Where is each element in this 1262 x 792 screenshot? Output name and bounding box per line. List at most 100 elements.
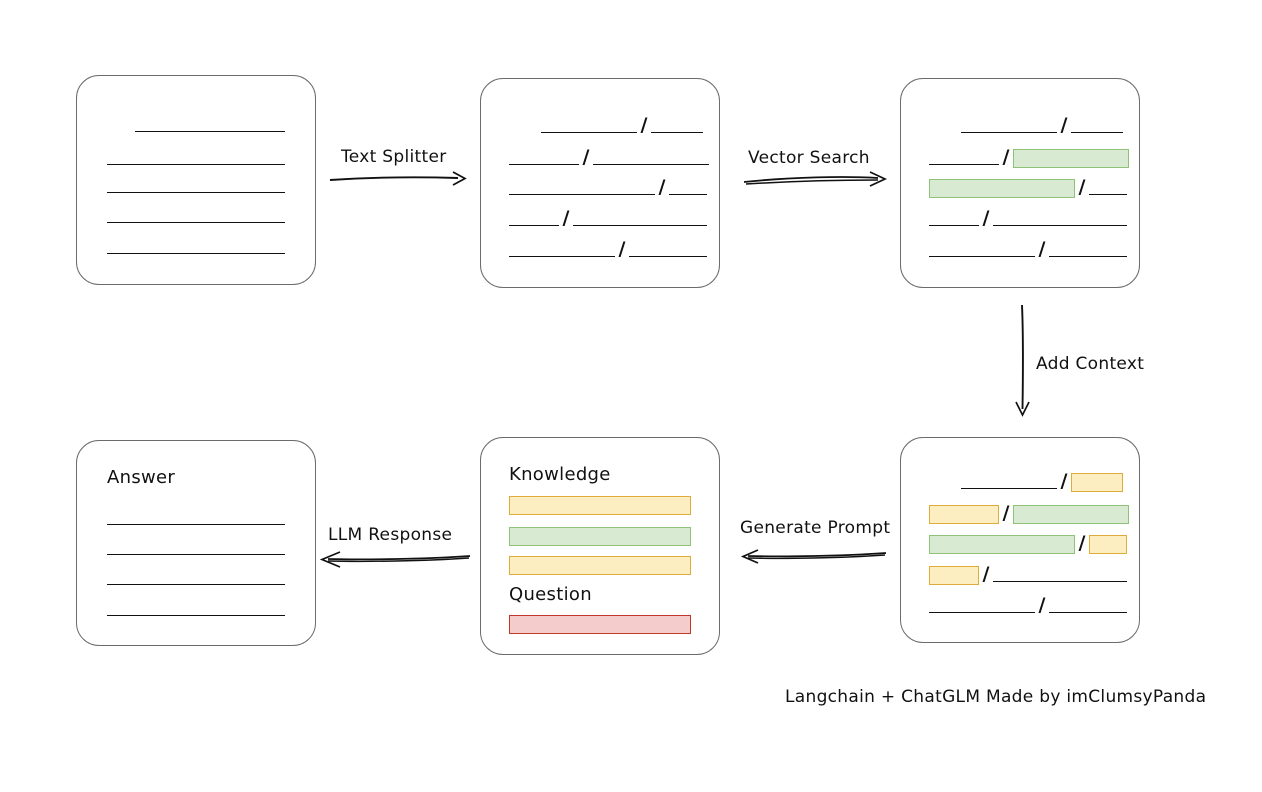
- text-segment: [993, 566, 1127, 584]
- text-segment: [651, 117, 703, 135]
- text-segment-matched: [929, 178, 1075, 198]
- slash-separator: /: [1060, 470, 1068, 492]
- text-line: /: [481, 146, 709, 168]
- arrow-label-text-splitter: Text Splitter: [341, 147, 447, 167]
- box-source-document[interactable]: [76, 75, 316, 285]
- text-line: /: [901, 238, 1127, 260]
- footer-credit: Langchain + ChatGLM Made by imClumsyPand…: [785, 687, 1207, 707]
- text-segment: [929, 210, 979, 228]
- text-segment-context: [1071, 472, 1123, 492]
- vector-matches-lines: / / / / /: [901, 79, 1139, 287]
- text-segment: [593, 149, 709, 167]
- text-segment: [509, 210, 559, 228]
- text-line: /: [481, 116, 703, 135]
- text-segment: [107, 600, 285, 618]
- context-expanded-lines: / / / / /: [901, 438, 1139, 642]
- text-segment-context: [929, 504, 999, 524]
- text-segment: [929, 149, 999, 167]
- text-line: /: [901, 594, 1127, 616]
- text-segment-matched: [1013, 504, 1129, 524]
- knowledge-bar: [481, 555, 691, 575]
- text-segment: [929, 597, 1035, 615]
- text-segment-context: [509, 555, 691, 575]
- prompt-heading-knowledge: Knowledge: [509, 464, 611, 485]
- slash-separator: /: [658, 176, 666, 198]
- arrow-label-vector-search: Vector Search: [748, 148, 870, 168]
- text-segment-context: [1089, 534, 1127, 554]
- text-segment-matched: [1013, 148, 1129, 168]
- text-segment-context: [509, 495, 691, 515]
- text-segment: [669, 179, 707, 197]
- slash-separator: /: [1002, 502, 1010, 524]
- text-line: /: [901, 532, 1127, 554]
- text-line: /: [901, 502, 1129, 524]
- slash-separator: /: [562, 207, 570, 229]
- arrow-generate-prompt: [740, 549, 887, 564]
- split-chunks-lines: / / / / /: [481, 79, 719, 287]
- text-line: [77, 509, 285, 527]
- arrow-text-splitter: [329, 171, 467, 186]
- text-segment: [107, 509, 285, 527]
- slash-separator: /: [1060, 114, 1068, 136]
- text-line: /: [481, 176, 707, 198]
- box-answer[interactable]: Answer: [76, 440, 316, 646]
- slash-separator: /: [982, 207, 990, 229]
- text-segment-question: [509, 614, 691, 634]
- arrow-vector-search: [743, 171, 888, 187]
- question-bar: [481, 614, 691, 634]
- text-line: [77, 149, 285, 167]
- text-line: [77, 207, 285, 225]
- text-segment: [509, 179, 655, 197]
- box-context-expanded[interactable]: / / / / /: [900, 437, 1140, 643]
- text-segment-matched: [929, 534, 1075, 554]
- text-line: [77, 116, 285, 134]
- text-segment: [993, 210, 1127, 228]
- arrow-label-add-context: Add Context: [1036, 354, 1145, 374]
- text-line: /: [901, 146, 1129, 168]
- box-prompt[interactable]: Knowledge Question: [480, 437, 720, 655]
- text-line: [77, 569, 285, 587]
- arrow-label-llm-response: LLM Response: [328, 525, 453, 545]
- text-segment: [107, 207, 285, 225]
- text-line: [77, 238, 285, 256]
- source-document-lines: [77, 76, 315, 284]
- arrow-add-context: [1015, 304, 1030, 417]
- answer-contents: Answer: [77, 441, 315, 645]
- text-segment: [107, 569, 285, 587]
- slash-separator: /: [1078, 176, 1086, 198]
- text-segment: [929, 241, 1035, 259]
- slash-separator: /: [1038, 594, 1046, 616]
- text-segment: [629, 241, 707, 259]
- text-segment-context: [929, 565, 979, 585]
- slash-separator: /: [582, 146, 590, 168]
- box-vector-matches[interactable]: / / / / /: [900, 78, 1140, 288]
- knowledge-bar: [481, 495, 691, 515]
- text-segment: [107, 539, 285, 557]
- text-line: [77, 539, 285, 557]
- box-split-chunks[interactable]: / / / / /: [480, 78, 720, 288]
- text-segment: [135, 116, 285, 134]
- arrow-llm-response: [319, 551, 471, 568]
- text-segment: [1049, 597, 1127, 615]
- text-segment: [107, 149, 285, 167]
- slash-separator: /: [1078, 532, 1086, 554]
- text-line: /: [901, 176, 1127, 198]
- text-segment: [1089, 179, 1127, 197]
- arrow-label-generate-prompt: Generate Prompt: [740, 518, 891, 538]
- text-segment: [509, 149, 579, 167]
- text-segment: [961, 473, 1057, 491]
- prompt-heading-question: Question: [509, 584, 592, 605]
- text-segment: [1049, 241, 1127, 259]
- slash-separator: /: [618, 238, 626, 260]
- text-segment-matched: [509, 526, 691, 546]
- text-segment: [107, 177, 285, 195]
- slash-separator: /: [1038, 238, 1046, 260]
- slash-separator: /: [1002, 146, 1010, 168]
- text-segment: [961, 117, 1057, 135]
- slash-separator: /: [982, 563, 990, 585]
- text-segment: [509, 241, 615, 259]
- text-line: [77, 600, 285, 618]
- text-line: [77, 177, 285, 195]
- text-line: /: [481, 207, 707, 229]
